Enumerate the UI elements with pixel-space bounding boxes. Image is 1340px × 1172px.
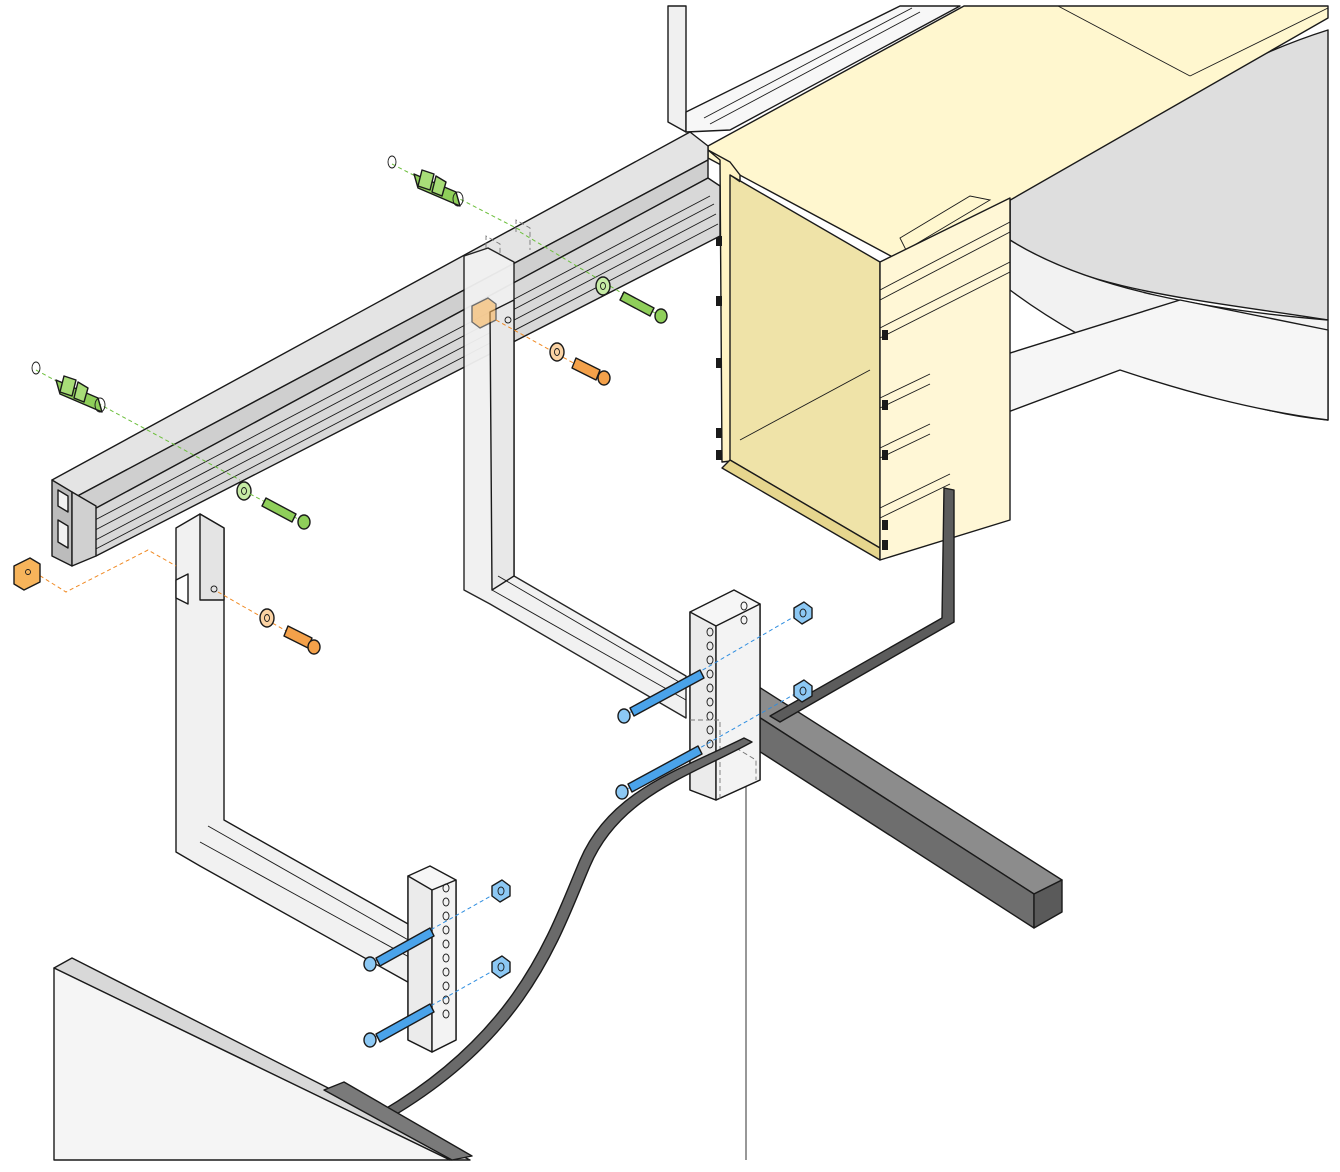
cable-duct bbox=[707, 5, 1329, 561]
crossbar bbox=[719, 679, 1063, 929]
wall-anchor-lower bbox=[31, 361, 241, 481]
post-bolt-right-upper bbox=[617, 611, 803, 724]
post-nut-left-upper bbox=[491, 879, 511, 903]
post-nut-left-lower bbox=[491, 955, 511, 979]
bracket-screw-lower bbox=[217, 591, 321, 655]
post-bolt-right-lower bbox=[615, 689, 803, 800]
lower-wall-panel bbox=[53, 957, 473, 1161]
wall-frame bbox=[667, 5, 961, 133]
bracket-screw-upper bbox=[495, 319, 611, 386]
post-bolt-left-upper bbox=[363, 891, 499, 972]
bracket-right bbox=[463, 219, 687, 719]
wall-anchor-upper bbox=[387, 155, 521, 231]
post-nut-right-lower bbox=[793, 679, 813, 703]
post-bolt-left-lower bbox=[363, 967, 499, 1048]
post-nut-right-upper bbox=[793, 601, 813, 625]
slot-nut bbox=[13, 297, 497, 593]
wall-screw-upper bbox=[519, 231, 668, 324]
wall-rail bbox=[51, 131, 721, 567]
wall-screw-lower bbox=[236, 481, 311, 530]
post-right bbox=[689, 589, 761, 801]
post-left bbox=[407, 865, 457, 1053]
bracket-left bbox=[175, 513, 441, 1001]
